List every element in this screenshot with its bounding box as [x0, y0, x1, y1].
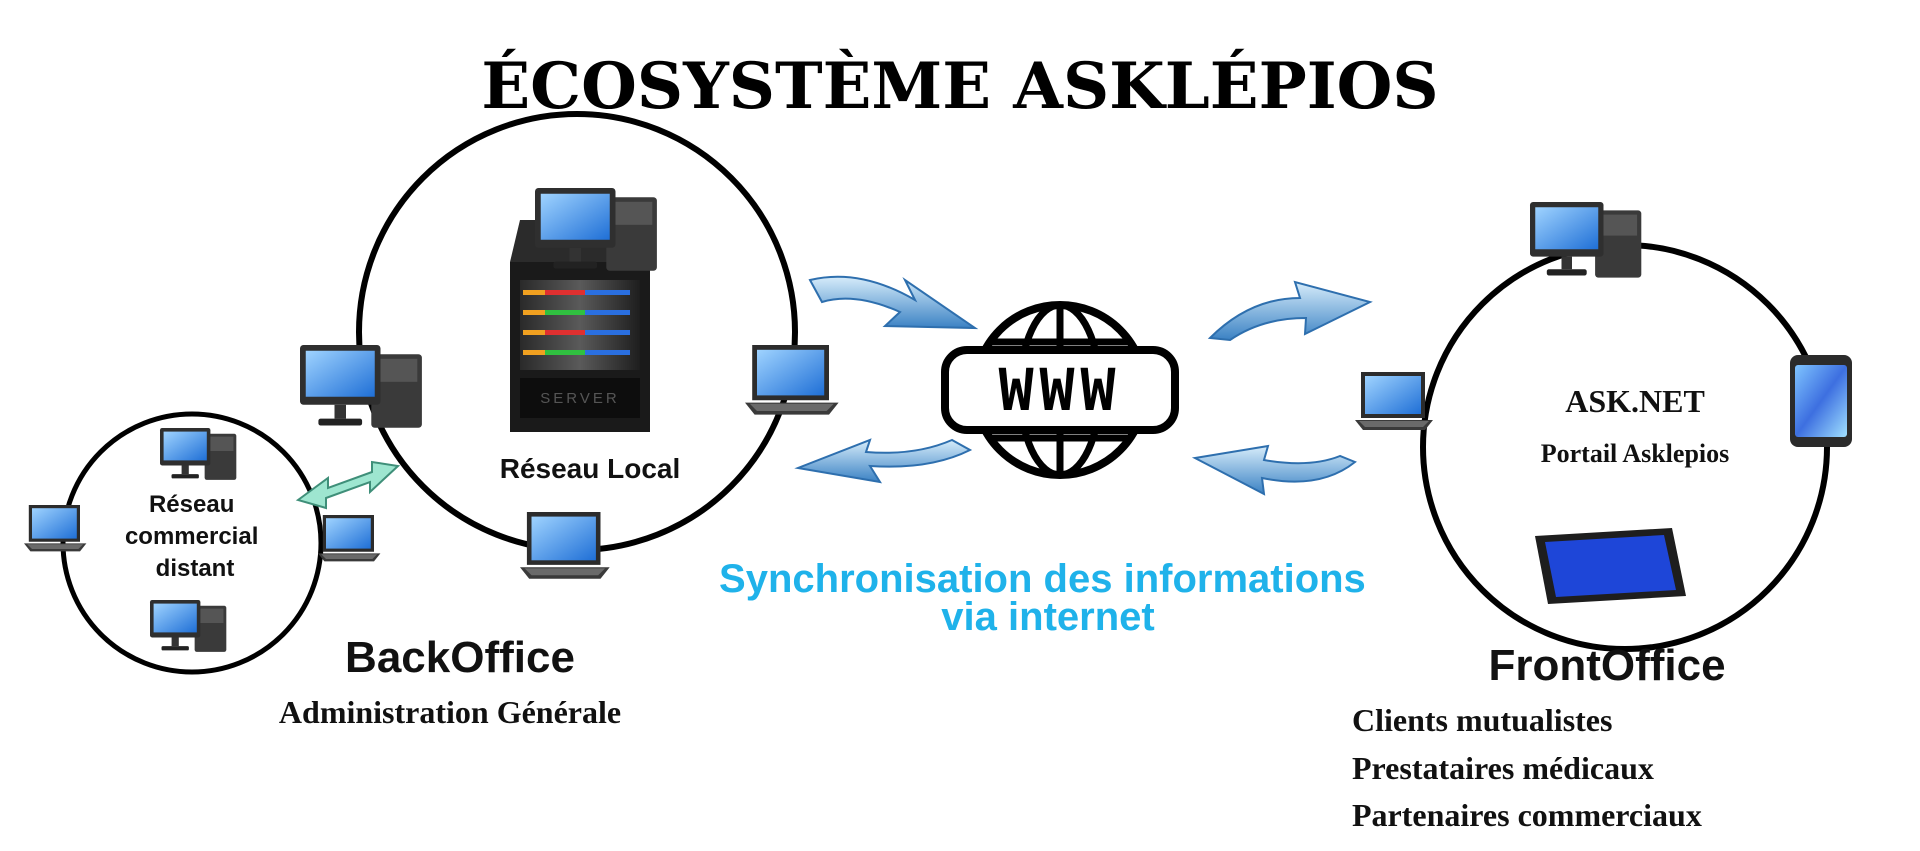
desktop-computer-icon [1530, 202, 1642, 278]
remote-network-line-2: commercial [125, 523, 258, 550]
laptop-icon [1355, 372, 1433, 430]
sync-caption: Synchronisation des informations via int… [719, 557, 1377, 639]
sync-caption-line-1: Synchronisation des informations [719, 557, 1366, 601]
backoffice-heading: BackOffice [345, 633, 575, 682]
page-title: ÉCOSYSTÈME ASKLÉPIOS [481, 49, 1438, 124]
sync-arrow-icon [1191, 444, 1357, 496]
frontoffice-audiences: Clients mutualistes Prestataires médicau… [1352, 702, 1702, 833]
laptop-icon [24, 505, 87, 552]
smartphone-icon [1790, 355, 1852, 447]
portal-label: Portail Asklepios [1541, 439, 1730, 468]
www-label: WWW [999, 356, 1122, 424]
sync-arrow-icon [1207, 280, 1373, 342]
sync-arrow-icon [794, 438, 973, 484]
desktop-computer-icon [300, 345, 422, 428]
remote-network-ring [60, 411, 324, 675]
local-network-label: Réseau Local [500, 453, 681, 484]
backoffice-subheading: Administration Générale [279, 694, 621, 730]
frontoffice-heading: FrontOffice [1488, 641, 1725, 690]
remote-network-line-1: Réseau [149, 491, 234, 518]
desktop-computer-icon [150, 600, 227, 652]
remote-network-line-3: distant [156, 555, 235, 582]
tablet-icon [1535, 528, 1686, 604]
laptop-icon [520, 512, 610, 579]
bidirectional-link-arrow-icon [295, 460, 401, 510]
desktop-computer-icon [160, 428, 237, 480]
sync-caption-line-2: via internet [941, 595, 1154, 639]
www-globe-icon: WWW [941, 301, 1179, 479]
audience-item: Prestataires médicaux [1352, 750, 1654, 786]
audience-item: Partenaires commerciaux [1352, 797, 1702, 833]
audience-item: Clients mutualistes [1352, 702, 1612, 738]
remote-network-label: Réseau commercial distant [125, 491, 265, 582]
server-label: SERVER [540, 390, 619, 407]
laptop-icon [745, 345, 839, 415]
portal-name: ASK.NET [1565, 383, 1705, 419]
sync-arrow-icon [808, 275, 979, 330]
laptop-icon [318, 515, 381, 562]
